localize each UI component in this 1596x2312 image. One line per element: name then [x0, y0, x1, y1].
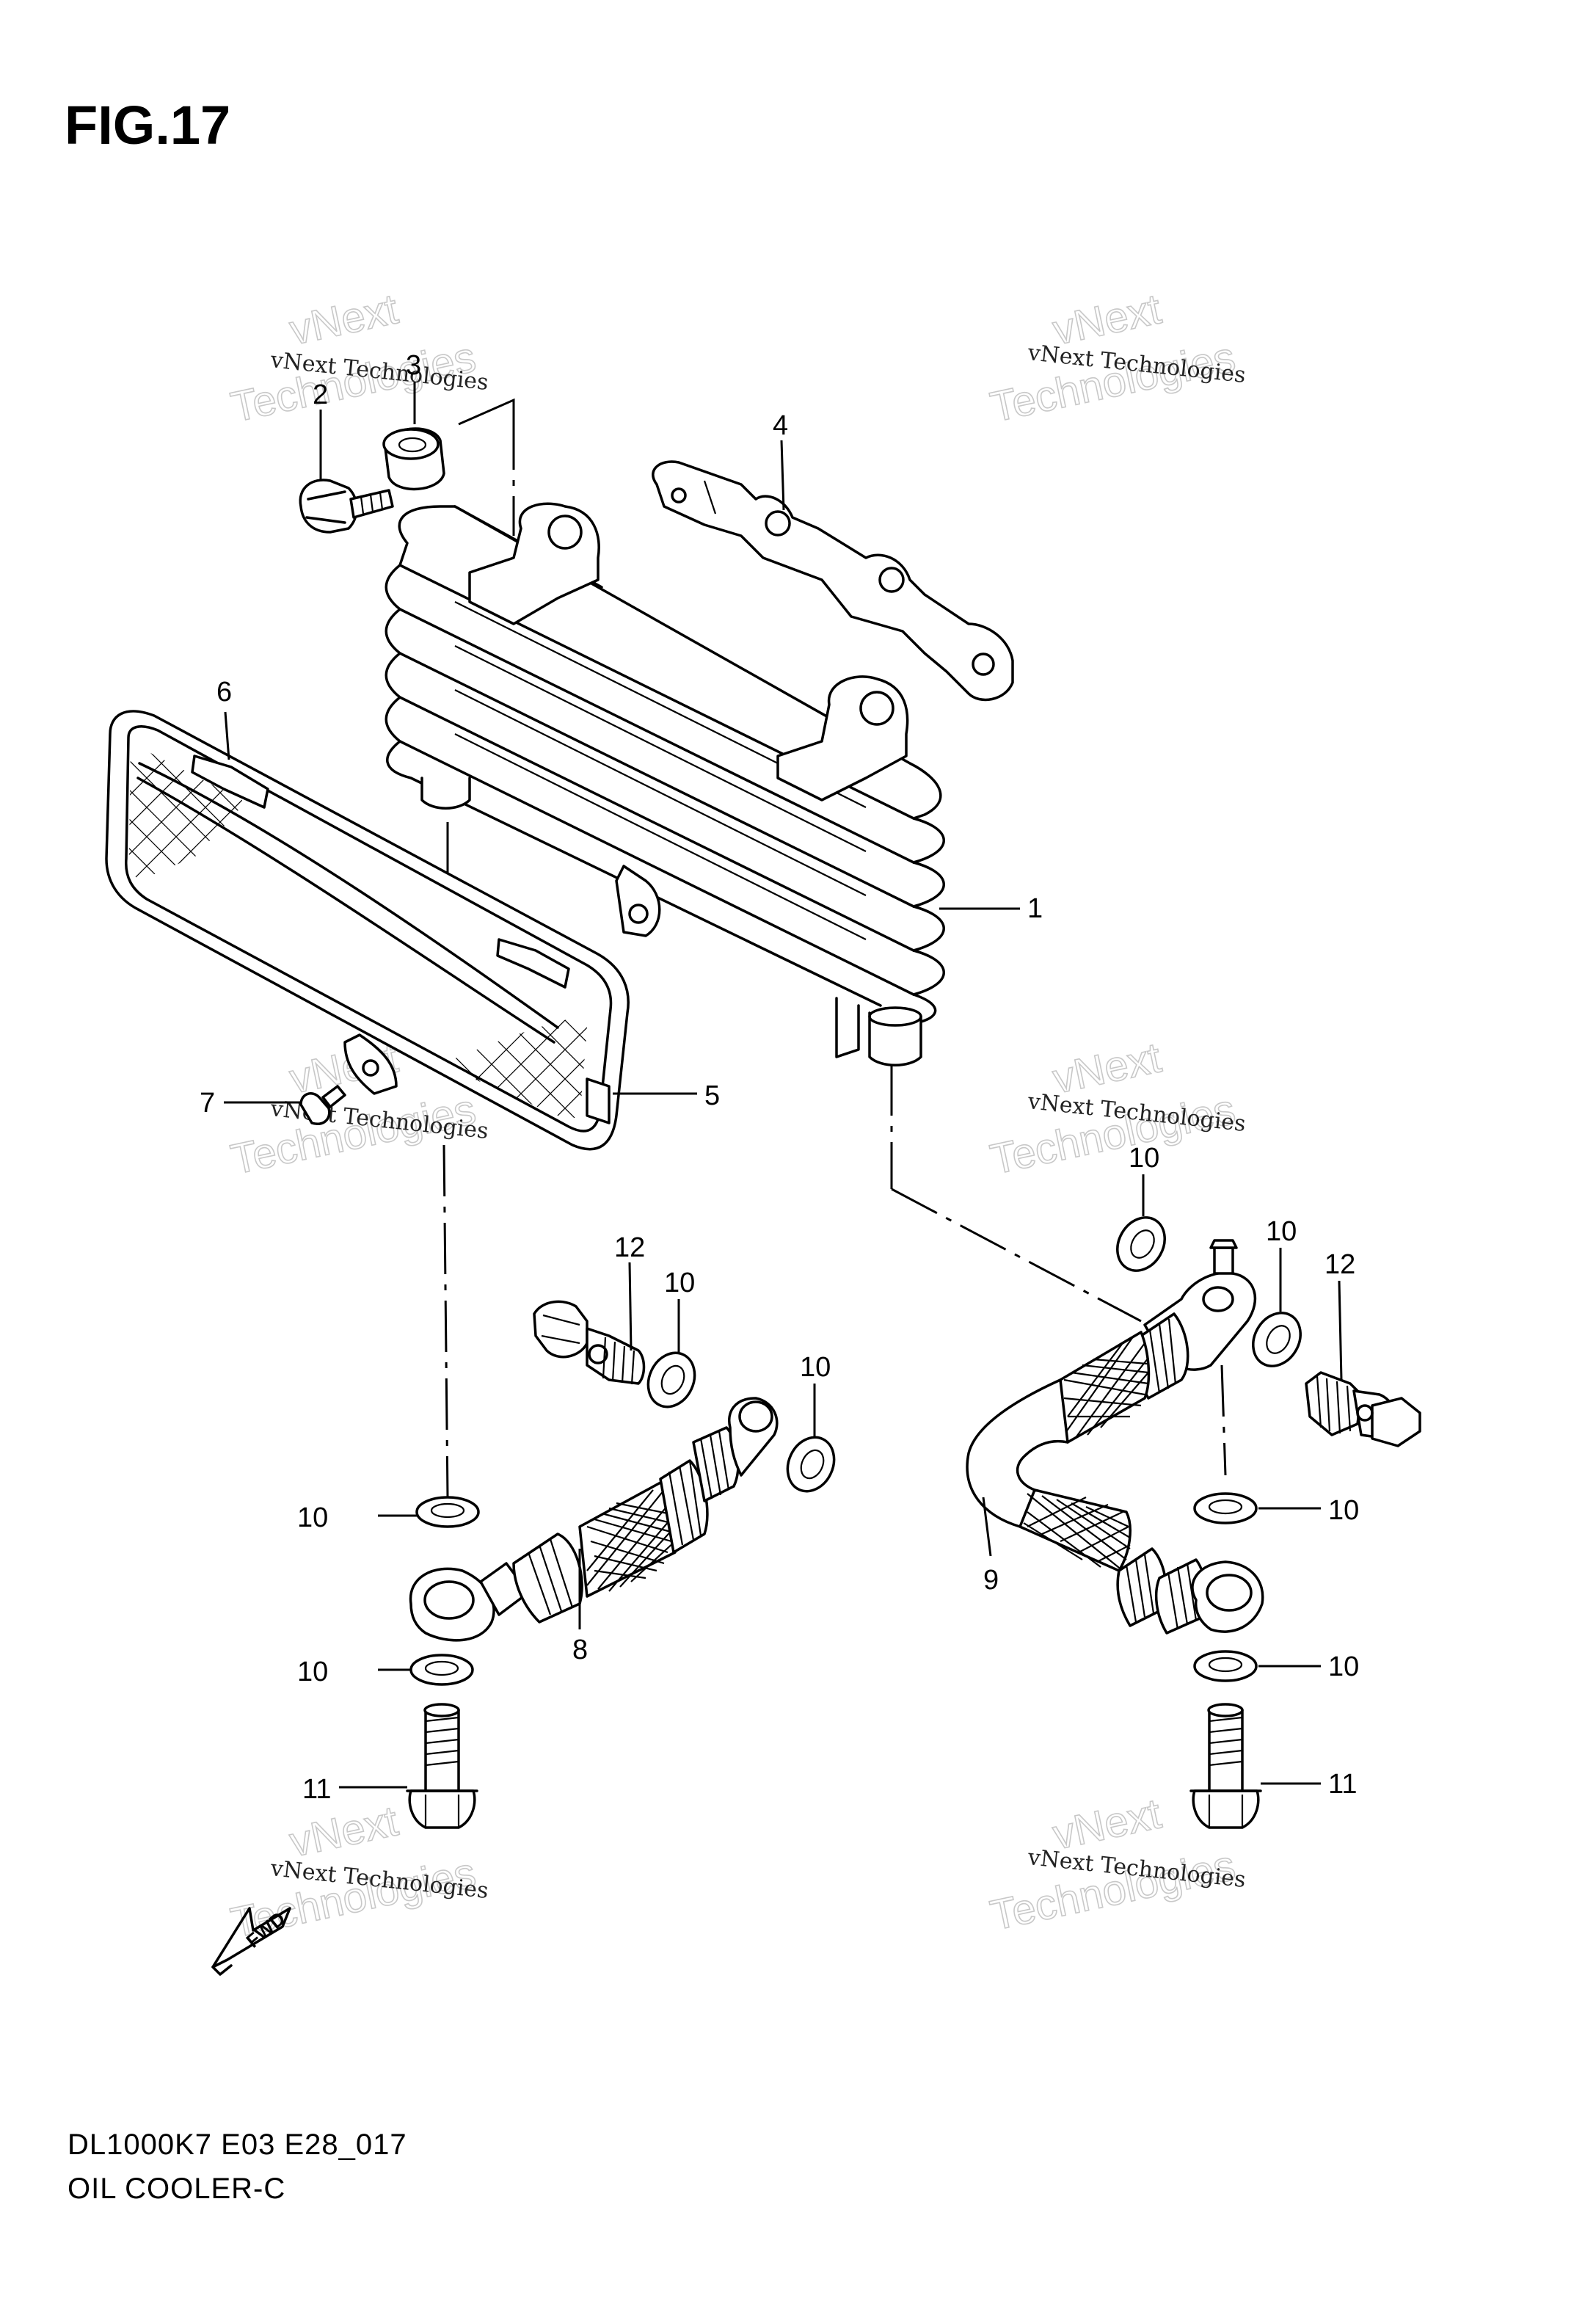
callout-10-left-upper: 10 [297, 1502, 328, 1533]
callout-12-left: 12 [614, 1232, 645, 1263]
oil-cooler-grille[interactable] [44, 690, 675, 1233]
grommet-part-3[interactable] [382, 427, 445, 491]
callout-4: 4 [773, 410, 788, 441]
callout-3: 3 [406, 350, 421, 381]
leader-3-bracket [458, 398, 515, 426]
callout-10-left-mid: 10 [800, 1352, 831, 1383]
oil-hose-part-9[interactable] [966, 1239, 1264, 1635]
washer-10-left-mid[interactable] [779, 1430, 842, 1499]
washer-10-left-lower[interactable] [409, 1654, 474, 1686]
callout-6: 6 [216, 677, 232, 708]
callout-10-right-mid: 10 [1266, 1216, 1297, 1247]
callout-10-right-top: 10 [1129, 1143, 1159, 1174]
assembly-lines [442, 418, 1227, 1498]
union-bolt-left-part-12[interactable] [533, 1300, 646, 1385]
callout-10-left-top: 10 [664, 1268, 695, 1298]
callout-5: 5 [704, 1080, 720, 1111]
oil-cooler-core[interactable] [385, 502, 945, 1066]
callout-11-right: 11 [1328, 1769, 1357, 1800]
union-bolt-right-part-12[interactable] [1305, 1371, 1421, 1447]
washer-10-left-top[interactable] [640, 1345, 703, 1414]
callout-10-right-lower: 10 [1328, 1651, 1359, 1682]
callout-2: 2 [313, 379, 328, 410]
callout-10-right-upper: 10 [1328, 1495, 1359, 1526]
washer-10-left-upper[interactable] [415, 1496, 480, 1528]
washer-10-right-mid[interactable] [1244, 1304, 1310, 1375]
union-bolt-right-part-11[interactable] [1189, 1703, 1262, 1829]
callout-7: 7 [200, 1088, 215, 1119]
watermark-mid-right: vNext Technologies vNext Technologies [985, 1033, 1247, 1185]
callout-12-right: 12 [1324, 1249, 1355, 1280]
watermark-word-vnext: vNext [285, 1797, 402, 1866]
washer-10-right-top[interactable] [1108, 1209, 1174, 1279]
washer-10-right-lower[interactable] [1193, 1650, 1258, 1682]
figure-title: FIG.17 [65, 95, 231, 156]
oil-hose-part-8[interactable] [409, 1397, 779, 1642]
union-bolt-left-part-11[interactable] [406, 1703, 478, 1829]
watermark-top-right: vNext Technologies vNext Technologies [985, 285, 1247, 432]
callout-1: 1 [1027, 893, 1043, 924]
callout-labels: 1 2 3 4 5 6 7 8 9 10 10 10 10 10 10 10 1… [200, 350, 1359, 1805]
callout-9: 9 [983, 1565, 999, 1596]
diagram-name: OIL COOLER-C [68, 2173, 286, 2205]
screw-part-7[interactable] [299, 1085, 346, 1125]
forward-direction-arrow: FWD [211, 1907, 291, 1976]
bolt-part-2[interactable] [299, 479, 394, 534]
leader-lines [224, 382, 1343, 1789]
callout-8: 8 [572, 1635, 588, 1665]
diagram-code: DL1000K7 E03 E28_017 [68, 2129, 407, 2161]
watermark-word-vnext: vNext [285, 285, 402, 354]
watermark-top-left: vNext Technologies vNext Technologies [226, 285, 489, 432]
mounting-plate-part-4[interactable] [652, 460, 1014, 702]
washer-10-right-upper[interactable] [1193, 1492, 1258, 1524]
callout-10-left-lower: 10 [297, 1657, 328, 1687]
callout-11-left: 11 [302, 1774, 331, 1805]
